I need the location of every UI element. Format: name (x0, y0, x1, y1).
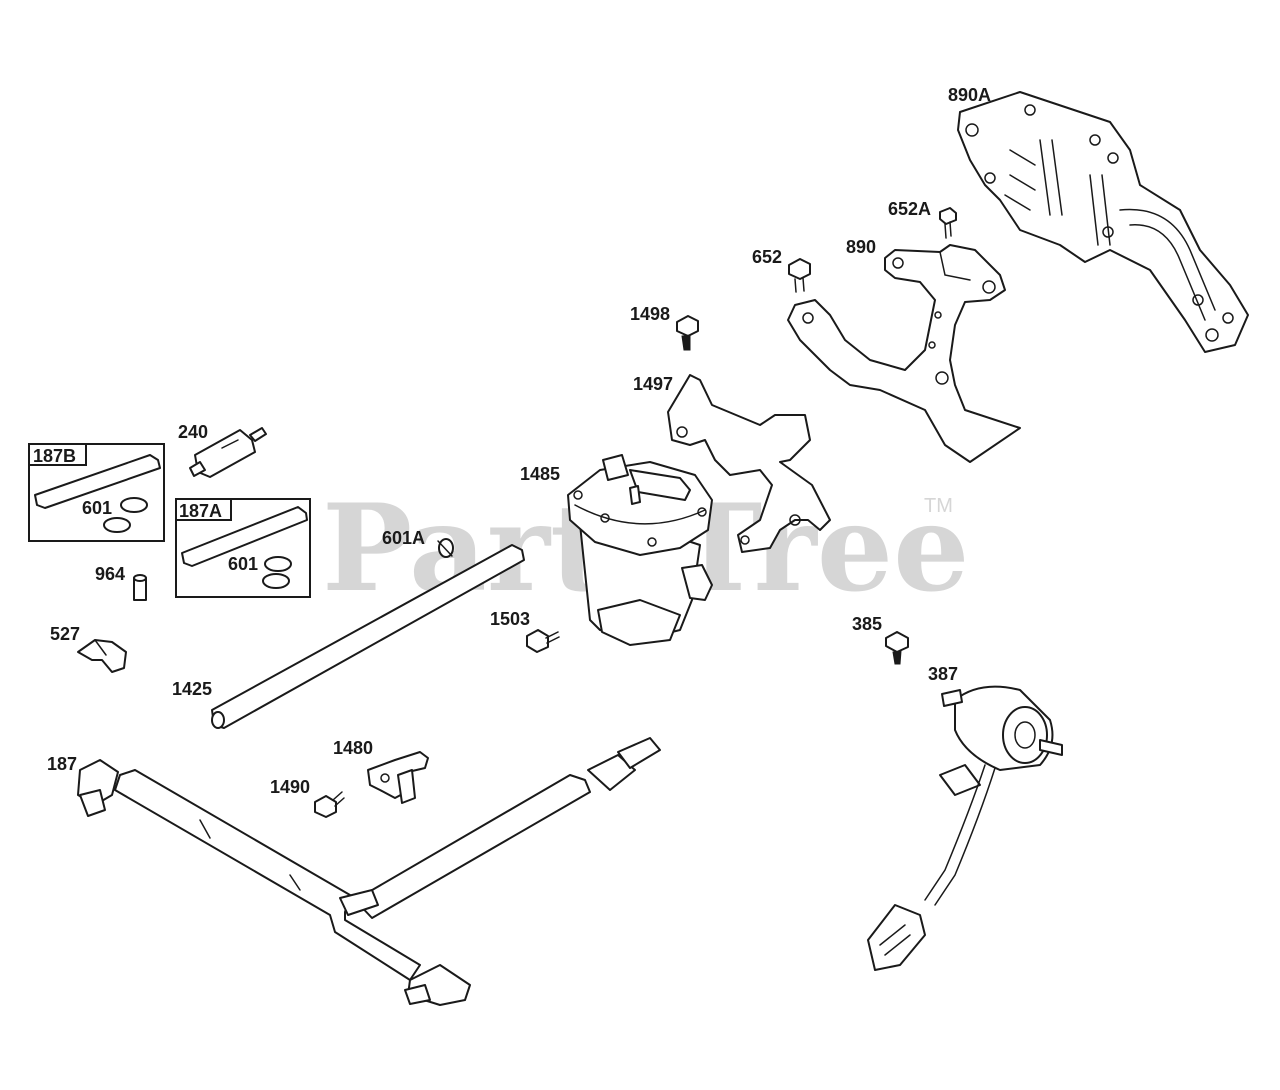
label-1497[interactable]: 1497 (633, 374, 673, 394)
part-385-screw[interactable] (885, 631, 909, 665)
label-187[interactable]: 187 (47, 754, 77, 774)
label-601a[interactable]: 601A (382, 528, 425, 548)
kit-187b-box[interactable]: 187B 601 (28, 443, 165, 542)
part-240-fuel-filter[interactable] (189, 427, 267, 478)
part-1503-screw[interactable] (526, 629, 560, 653)
kit-187b-hose (34, 454, 161, 509)
kit-187a-label: 187A (179, 501, 222, 521)
label-1485[interactable]: 1485 (520, 464, 560, 484)
label-1425[interactable]: 1425 (172, 679, 212, 699)
label-387[interactable]: 387 (928, 664, 958, 684)
label-601-a: 601 (228, 554, 258, 574)
label-964[interactable]: 964 (95, 564, 125, 584)
part-187-hose-assembly[interactable] (77, 737, 661, 1006)
label-527[interactable]: 527 (50, 624, 80, 644)
part-1480-tee-fitting[interactable] (367, 751, 429, 804)
label-240[interactable]: 240 (178, 422, 208, 442)
part-964-spacer[interactable] (133, 574, 147, 601)
part-1490-screw[interactable] (314, 791, 345, 818)
kit-187a-box[interactable]: 187A 601 (175, 498, 311, 598)
part-601a-clamp[interactable] (437, 538, 454, 558)
label-385[interactable]: 385 (852, 614, 882, 634)
part-527-clip[interactable] (77, 639, 127, 673)
label-652[interactable]: 652 (752, 247, 782, 267)
part-1425-tube[interactable] (211, 544, 525, 729)
part-1497-bracket[interactable] (667, 374, 831, 553)
kit-187b-clamp-icon (103, 497, 148, 533)
label-890a[interactable]: 890A (948, 85, 991, 105)
part-652a-bolt[interactable] (939, 207, 957, 239)
part-890-bracket[interactable] (787, 244, 1021, 463)
part-387-fuel-pump[interactable] (867, 685, 1063, 971)
label-601-b: 601 (82, 498, 112, 518)
part-652-bolt[interactable] (788, 258, 811, 293)
kit-187a-hose (181, 506, 308, 567)
label-1480[interactable]: 1480 (333, 738, 373, 758)
part-890a-plate[interactable] (957, 91, 1249, 353)
kit-187b-label: 187B (33, 446, 76, 466)
label-1503[interactable]: 1503 (490, 609, 530, 629)
part-1485-fuel-canister[interactable] (567, 454, 713, 646)
watermark-trademark: TM (924, 495, 953, 517)
label-890[interactable]: 890 (846, 237, 876, 257)
label-1498[interactable]: 1498 (630, 304, 670, 324)
label-652a[interactable]: 652A (888, 199, 931, 219)
part-1498-bolt[interactable] (676, 315, 699, 351)
kit-187a-clamp-icon (262, 556, 292, 589)
label-1490[interactable]: 1490 (270, 777, 310, 797)
